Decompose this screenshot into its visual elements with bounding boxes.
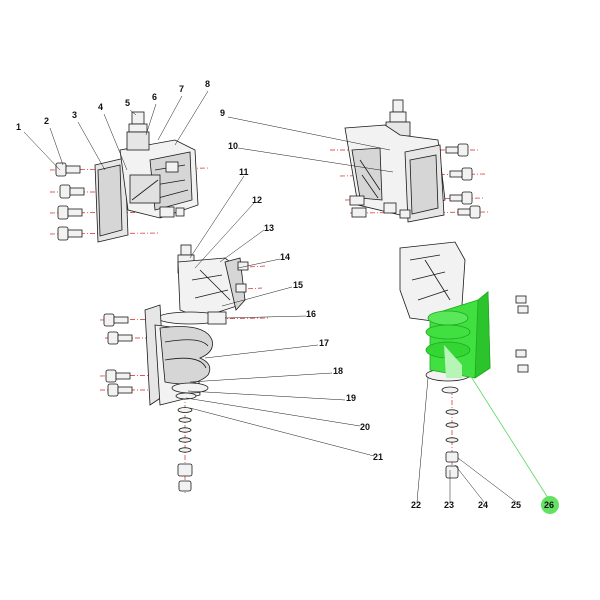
callout-2: 2 [44,116,49,126]
top-stud [131,111,145,125]
callout-15: 15 [293,280,303,290]
callout-10: 10 [228,141,238,151]
bolt-set-left [55,162,85,241]
callout-9: 9 [220,108,225,118]
callout-16: 16 [306,309,316,319]
washer-stack [177,407,193,492]
callout-23: 23 [444,500,454,510]
assembly-top-right [330,99,491,223]
callout-3: 3 [72,110,77,120]
callout-5: 5 [125,98,130,108]
callout-7: 7 [179,84,184,94]
callout-21: 21 [373,452,383,462]
callout-13: 13 [264,223,274,233]
callout-6: 6 [152,92,157,102]
callout-17: 17 [319,338,329,348]
callout-26-badge[interactable]: 26 [541,496,559,514]
callout-11: 11 [239,167,249,177]
callout-labels: 1 2 3 4 5 6 7 8 9 10 11 12 13 14 15 16 1… [16,79,521,510]
leader-lines [23,90,517,503]
callout-25: 25 [511,500,521,510]
callout-12: 12 [252,195,262,205]
leader-line-26 [469,374,549,499]
callout-14: 14 [280,252,290,262]
callout-19: 19 [346,393,356,403]
callout-18: 18 [333,366,343,376]
callout-26: 26 [544,500,554,510]
callout-8: 8 [205,79,210,89]
assembly-right [399,241,529,480]
callout-22: 22 [411,500,421,510]
callout-20: 20 [360,422,370,432]
callout-24: 24 [478,500,488,510]
callout-4: 4 [98,102,103,112]
assembly-center [99,244,271,495]
assembly-top-left [49,111,211,243]
highlighted-part-26[interactable] [425,291,491,379]
rubber-isolator [159,326,213,385]
callout-1: 1 [16,122,21,132]
